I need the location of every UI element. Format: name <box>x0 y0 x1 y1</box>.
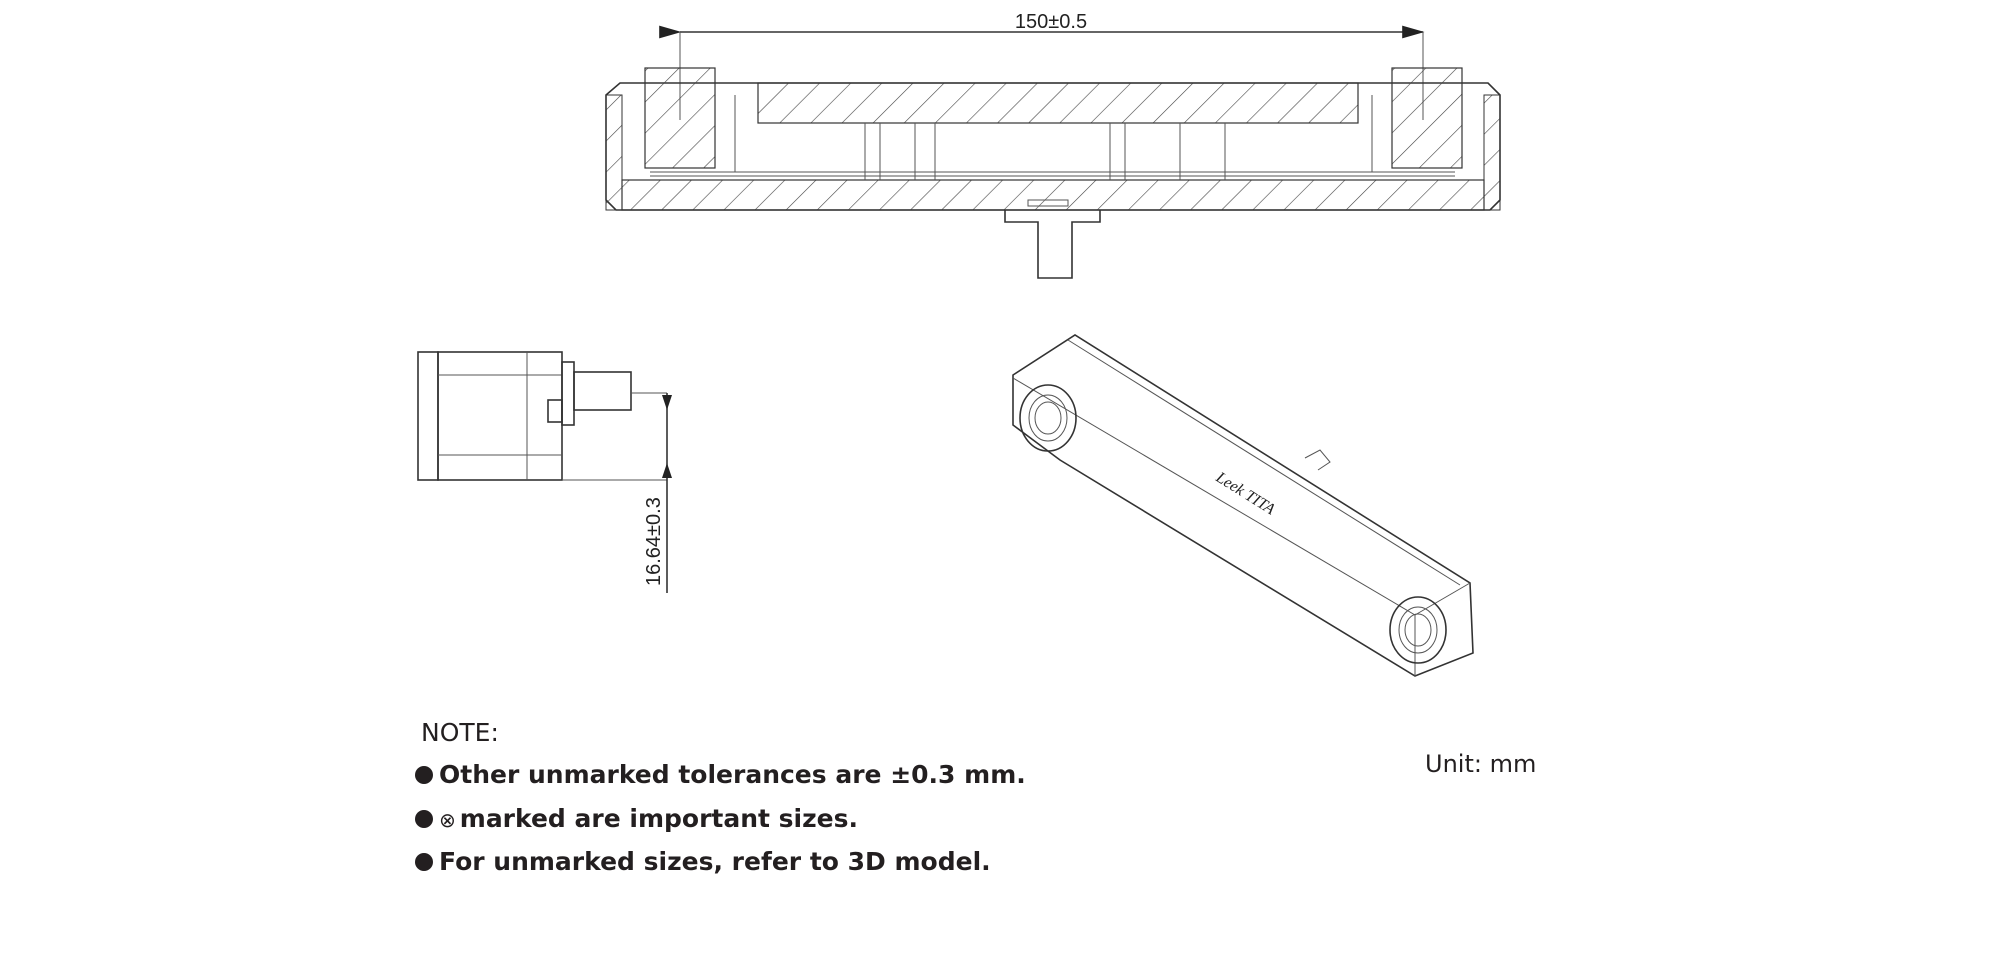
side-view: 16.64±0.3 <box>417 351 672 593</box>
note-text: Other unmarked tolerances are ±0.3 mm. <box>439 760 1026 789</box>
left-lens <box>1019 384 1077 452</box>
important-size-symbol-icon: ⊗ <box>439 808 456 832</box>
note-item: Other unmarked tolerances are ±0.3 mm. <box>415 760 1026 789</box>
isometric-view: Leek TITA <box>1012 334 1474 677</box>
note-text: For unmarked sizes, refer to 3D model. <box>439 847 991 876</box>
width-dimension-label: 150±0.5 <box>1015 11 1087 33</box>
bullet-icon <box>415 853 433 871</box>
note-text: marked are important sizes. <box>459 804 859 833</box>
note-heading: NOTE: <box>421 718 499 747</box>
note-item: ⊗marked are important sizes. <box>415 804 858 833</box>
bullet-icon <box>415 810 433 828</box>
height-dimension-label: 16.64±0.3 <box>643 497 665 586</box>
unit-label: Unit: mm <box>1425 750 1537 778</box>
note-item: For unmarked sizes, refer to 3D model. <box>415 847 991 876</box>
right-lens <box>1389 596 1447 664</box>
top-section-view: 150±0.5 <box>605 11 1501 279</box>
bullet-icon <box>415 766 433 784</box>
logo: Leek TITA <box>1212 468 1278 518</box>
